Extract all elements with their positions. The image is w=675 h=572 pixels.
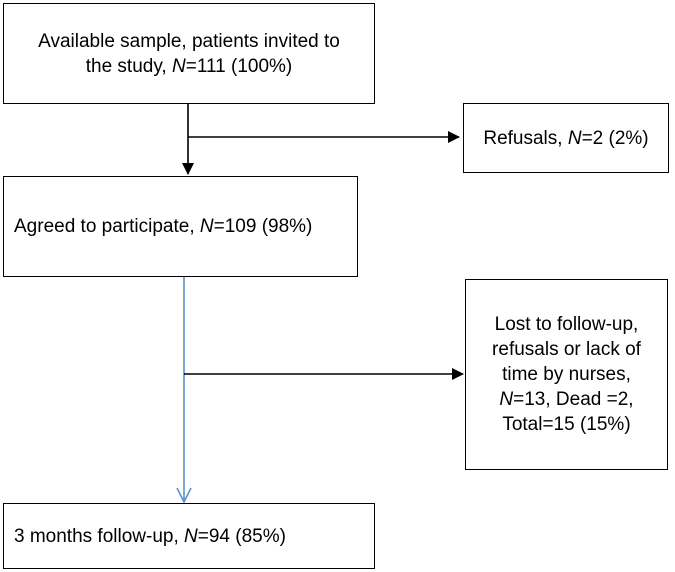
lost-followup-line1: Lost to follow-up, [494, 314, 639, 335]
available-sample-box: Available sample, patients invited to th… [3, 3, 375, 104]
three-months-text: 3 months follow-up, N=94 (85%) [14, 525, 286, 547]
refusals-text: Refusals, N=2 (2%) [483, 127, 649, 149]
available-sample-line1: Available sample, patients invited to [38, 30, 340, 52]
arrow-agreed-to-followup-head [176, 487, 192, 504]
lost-followup-box: Lost to follow-up, refusals or lack of t… [465, 279, 668, 470]
agreed-text: Agreed to participate, N=109 (98%) [14, 216, 313, 237]
available-sample-line2: the study, N=111 (100%) [85, 55, 293, 77]
lost-followup-line5: Total=15 (15%) [502, 414, 631, 435]
lost-followup-line2: refusals or lack of [492, 339, 641, 360]
three-months-box: 3 months follow-up, N=94 (85%) [3, 503, 375, 569]
agreed-box: Agreed to participate, N=109 (98%) [3, 176, 358, 277]
lost-followup-line3: time by nurses, [502, 364, 631, 385]
refusals-box: Refusals, N=2 (2%) [463, 103, 669, 173]
lost-followup-line4: N=13, Dead =2, [499, 389, 634, 410]
